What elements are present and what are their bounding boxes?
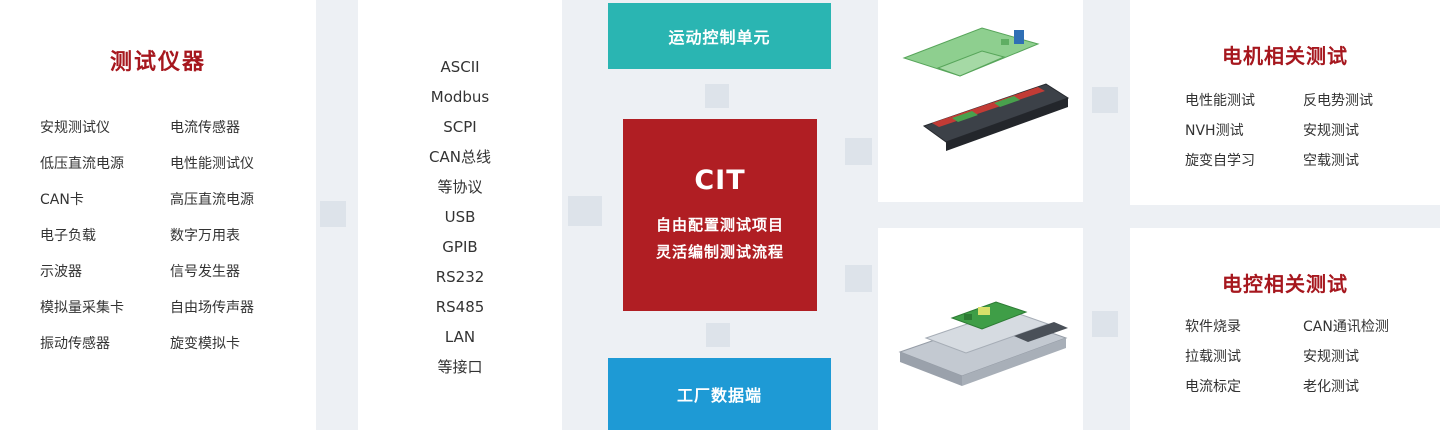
controller-test-rig-image xyxy=(898,301,1068,386)
controller-test-item: 软件烧录 xyxy=(1185,319,1241,335)
motor-test-item: 空载测试 xyxy=(1303,153,1359,169)
motor-test-item: NVH测试 xyxy=(1185,123,1244,139)
instrument-item: 高压直流电源 xyxy=(170,192,254,208)
motor-tests-list: 电性能测试 反电势测试 NVH测试 安规测试 旋变自学习 空载测试 xyxy=(1185,86,1373,176)
connector-square xyxy=(1092,87,1118,113)
motion-control-unit-label: 运动控制单元 xyxy=(668,28,771,47)
cit-subtitle-line1: 自由配置测试项目 xyxy=(655,215,784,234)
motor-hardware-card xyxy=(878,0,1083,202)
protocol-item: LAN xyxy=(444,328,476,346)
instrument-item: 模拟量采集卡 xyxy=(40,300,124,316)
instrument-item: 旋变模拟卡 xyxy=(170,336,240,352)
connector-square xyxy=(706,323,730,347)
protocol-item: 等协议 xyxy=(437,178,483,196)
motor-test-rig-image xyxy=(901,27,1069,151)
connector-square xyxy=(705,84,729,108)
instrument-item: 自由场传声器 xyxy=(170,300,254,316)
protocol-item: Modbus xyxy=(430,88,490,106)
controller-tests-list: 软件烧录 CAN通讯检测 拉载测试 安规测试 电流标定 老化测试 xyxy=(1185,312,1389,402)
instruments-title: 测试仪器 xyxy=(109,50,206,75)
instruments-list: 安规测试仪 低压直流电源 CAN卡 电子负载 示波器 模拟量采集卡 振动传感器 … xyxy=(40,110,254,362)
connector-square xyxy=(845,138,872,165)
instrument-item: CAN卡 xyxy=(40,192,84,208)
motor-tests-title: 电机相关测试 xyxy=(1222,44,1348,68)
factory-data-label: 工厂数据端 xyxy=(676,386,762,405)
connector-square xyxy=(845,265,872,292)
instruments-column-2: 电流传感器 电性能测试仪 高压直流电源 数字万用表 信号发生器 自由场传声器 旋… xyxy=(170,110,254,362)
controller-test-item: 拉载测试 xyxy=(1185,349,1241,365)
connector-square xyxy=(320,201,346,227)
protocol-item: CAN总线 xyxy=(429,148,491,166)
instrument-item: 低压直流电源 xyxy=(40,156,124,172)
cit-title: CIT xyxy=(694,164,746,196)
protocol-item: 等接口 xyxy=(437,358,483,376)
factory-data-box: 工厂数据端 xyxy=(608,358,831,430)
motor-test-item: 反电势测试 xyxy=(1303,93,1373,109)
instrument-item: 电流传感器 xyxy=(170,120,240,136)
protocol-item: RS485 xyxy=(435,298,485,316)
instrument-item: 电子负载 xyxy=(40,228,96,244)
instrument-item: 信号发生器 xyxy=(170,264,240,280)
protocol-item: SCPI xyxy=(443,118,477,136)
controller-hardware-card xyxy=(878,228,1083,430)
cit-subtitle-line2: 灵活编制测试流程 xyxy=(655,242,784,261)
motor-test-item: 电性能测试 xyxy=(1185,93,1255,109)
motion-control-unit-box: 运动控制单元 xyxy=(608,3,831,69)
protocols-panel: ASCII Modbus SCPI CAN总线 等协议 USB GPIB RS2… xyxy=(358,0,562,430)
instruments-column-1: 安规测试仪 低压直流电源 CAN卡 电子负载 示波器 模拟量采集卡 振动传感器 xyxy=(40,110,170,362)
controller-test-item: 电流标定 xyxy=(1185,379,1241,395)
motor-tests-panel: 电机相关测试 电性能测试 反电势测试 NVH测试 安规测试 旋变自学习 空载测试 xyxy=(1130,0,1440,205)
controller-test-item: 老化测试 xyxy=(1303,379,1359,395)
instruments-panel: 测试仪器 安规测试仪 低压直流电源 CAN卡 电子负载 示波器 模拟量采集卡 振… xyxy=(0,0,316,430)
motor-test-item: 安规测试 xyxy=(1303,123,1359,139)
controller-test-item: 安规测试 xyxy=(1303,349,1359,365)
instrument-item: 电性能测试仪 xyxy=(170,156,254,172)
controller-tests-panel: 电控相关测试 软件烧录 CAN通讯检测 拉载测试 安规测试 电流标定 老化测试 xyxy=(1130,228,1440,430)
instrument-item: 示波器 xyxy=(40,264,82,280)
protocol-item: RS232 xyxy=(435,268,485,286)
cit-box: CIT 自由配置测试项目 灵活编制测试流程 xyxy=(623,119,817,311)
motor-test-item: 旋变自学习 xyxy=(1185,153,1255,169)
controller-test-item: CAN通讯检测 xyxy=(1303,319,1389,335)
connector-square xyxy=(1092,311,1118,337)
instrument-item: 安规测试仪 xyxy=(40,120,110,136)
controller-tests-title: 电控相关测试 xyxy=(1222,272,1348,296)
instrument-item: 数字万用表 xyxy=(170,228,240,244)
protocol-item: ASCII xyxy=(440,58,480,76)
protocol-item: GPIB xyxy=(442,238,478,256)
connector-square xyxy=(568,196,602,226)
instrument-item: 振动传感器 xyxy=(40,336,110,352)
protocol-item: USB xyxy=(444,208,476,226)
protocols-list: ASCII Modbus SCPI CAN总线 等协议 USB GPIB RS2… xyxy=(358,52,562,382)
